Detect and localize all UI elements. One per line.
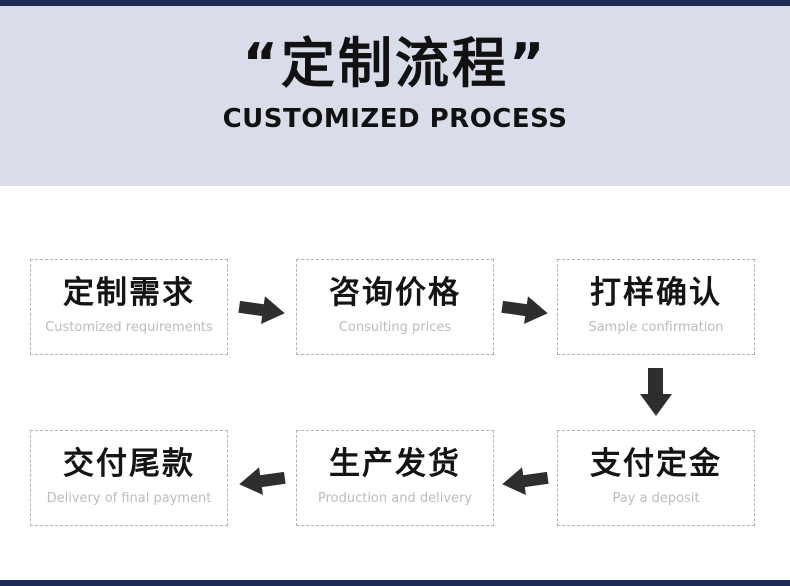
page-title: “定制流程” — [242, 32, 548, 95]
arrow-head — [524, 296, 550, 328]
arrow-head — [237, 467, 263, 499]
arrow-stem — [522, 471, 549, 488]
arrow-head — [640, 394, 672, 416]
bottom-accent-bar — [0, 580, 790, 586]
arrow-head — [261, 296, 287, 328]
step-title-cn: 咨询价格 — [329, 275, 461, 311]
step-box-pay-a-deposit: 支付定金 Pay a deposit — [557, 430, 755, 526]
arrow-stem — [238, 300, 265, 317]
step-box-customized-requirements: 定制需求 Customized requirements — [30, 259, 228, 355]
process-flowchart: 定制需求 Customized requirements 咨询价格 Consul… — [0, 186, 790, 580]
top-accent-bar — [0, 0, 790, 6]
step-title-cn: 支付定金 — [590, 446, 722, 482]
step-box-sample-confirmation: 打样确认 Sample confirmation — [557, 259, 755, 355]
arrow-head — [500, 467, 526, 499]
step-title-cn: 打样确认 — [590, 275, 722, 311]
arrow-stem — [501, 300, 528, 317]
right-arrow-icon — [500, 293, 550, 328]
step-box-production-and-delivery: 生产发货 Production and delivery — [296, 430, 494, 526]
step-box-delivery-of-final-payment: 交付尾款 Delivery of final payment — [30, 430, 228, 526]
step-subtitle-en: Pay a deposit — [612, 491, 700, 507]
step-box-consulting-prices: 咨询价格 Consulting prices — [296, 259, 494, 355]
left-arrow-icon — [237, 464, 286, 499]
step-subtitle-en: Consulting prices — [338, 320, 452, 336]
right-arrow-icon — [237, 293, 287, 328]
step-subtitle-en: Sample confirmation — [588, 320, 724, 336]
step-subtitle-en: Customized requirements — [45, 320, 213, 336]
step-subtitle-en: Delivery of final payment — [46, 491, 212, 507]
arrow-stem — [259, 471, 286, 488]
left-arrow-icon — [500, 464, 549, 499]
step-title-cn: 定制需求 — [63, 275, 195, 311]
step-title-cn: 交付尾款 — [63, 446, 195, 482]
down-arrow-icon — [640, 368, 672, 416]
arrow-stem — [648, 368, 663, 395]
page-subtitle: CUSTOMIZED PROCESS — [222, 103, 568, 134]
step-title-cn: 生产发货 — [329, 446, 461, 482]
header-banner: “定制流程” CUSTOMIZED PROCESS — [0, 6, 790, 186]
step-subtitle-en: Production and delivery — [317, 491, 473, 507]
